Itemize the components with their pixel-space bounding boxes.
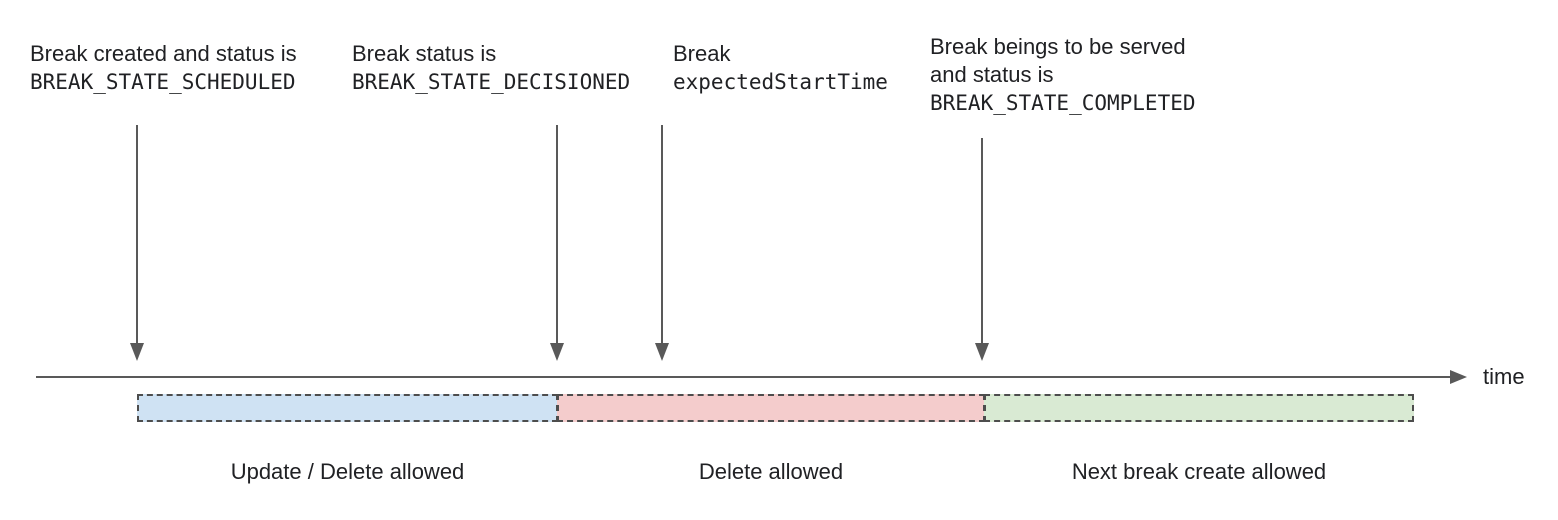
time-axis-line [36,376,1452,378]
annotation-break-decisioned: Break status is BREAK_STATE_DECISIONED [352,40,630,96]
annotation-text: Break [673,41,731,66]
annotation-text: Break created and status is [30,41,297,66]
down-arrow-icon [130,125,144,361]
segment-label-delete: Delete allowed [698,459,844,484]
segment-label-update-delete: Update / Delete allowed [230,459,465,484]
down-arrow-icon [975,138,989,361]
annotation-code-text: BREAK_STATE_COMPLETED [930,91,1196,115]
annotation-code-text: BREAK_STATE_DECISIONED [352,70,631,94]
arrow-head [975,343,989,361]
arrow-head [655,343,669,361]
down-arrow-icon [550,125,564,361]
arrow-shaft [556,125,558,345]
time-axis-arrow-icon [1450,370,1467,384]
segment-label-next-break-create: Next break create allowed [1071,459,1327,484]
annotation-text: Break status is [352,41,497,66]
segment-next-break-create-allowed [984,394,1414,422]
annotation-break-completed: Break beings to be served and status is … [930,33,1196,117]
annotation-text: and status is [930,62,1054,87]
arrow-head [130,343,144,361]
annotation-text: Break beings to be served [930,34,1186,59]
annotation-code-text: expectedStartTime [673,70,888,94]
annotation-expected-start-time: Break expectedStartTime [673,40,888,96]
time-axis-label: time [1483,364,1525,389]
arrow-shaft [981,138,983,345]
down-arrow-icon [655,125,669,361]
segment-delete-allowed [557,394,985,422]
annotation-code-text: BREAK_STATE_SCHEDULED [30,70,296,94]
arrow-head [550,343,564,361]
annotation-break-scheduled: Break created and status is BREAK_STATE_… [30,40,297,96]
arrow-shaft [136,125,138,345]
arrow-shaft [661,125,663,345]
segment-update-delete-allowed [137,394,558,422]
